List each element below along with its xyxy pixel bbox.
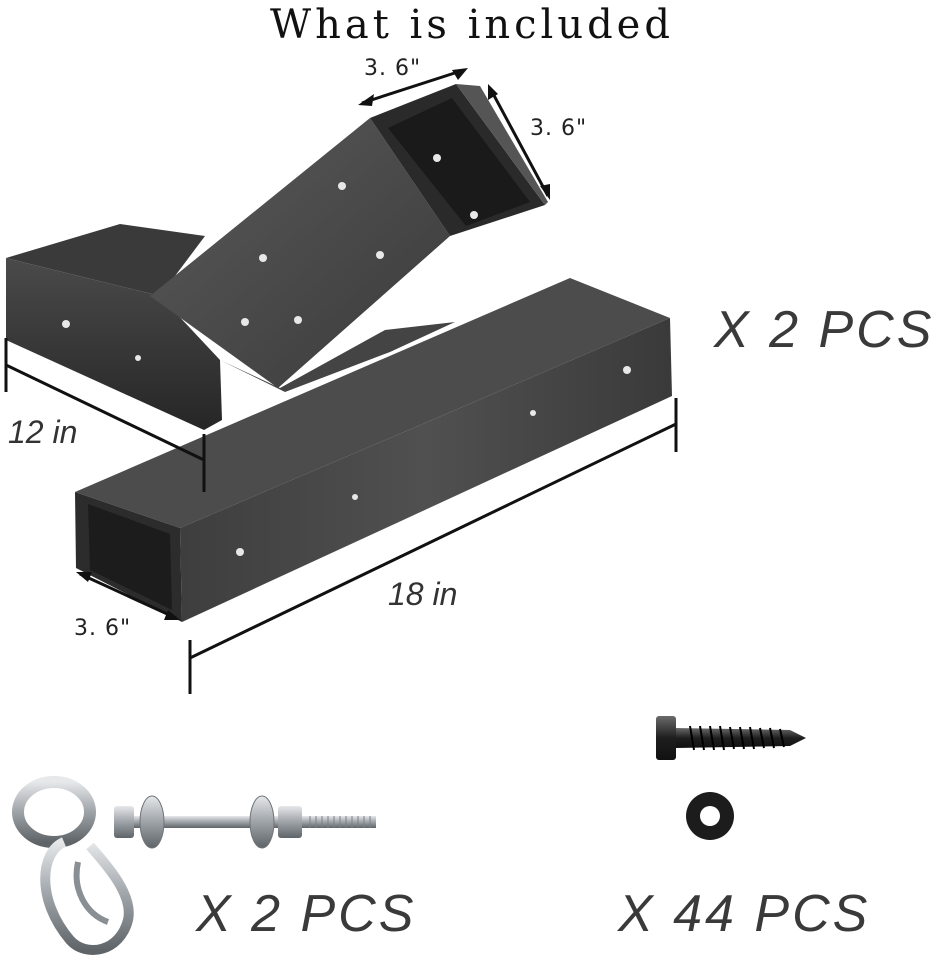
bracket-hole	[352, 494, 358, 500]
quantity-hooks: X 2 PCS	[196, 885, 417, 943]
bracket-hole	[338, 182, 346, 190]
quantity-brackets: X 2 PCS	[714, 301, 935, 359]
bracket-hole	[530, 410, 536, 416]
bracket-hole	[259, 254, 267, 262]
page-title: What is included	[270, 2, 674, 48]
left-beam-front	[6, 258, 222, 430]
dimension-top-depth: 3. 6"	[530, 116, 588, 141]
upright-tube-opening	[388, 98, 530, 226]
washer	[686, 792, 734, 840]
upright-tube-lip	[456, 84, 548, 205]
dimension-lines	[4, 68, 678, 694]
eye-bolt-hook	[12, 776, 376, 955]
left-beam-top	[6, 224, 205, 296]
bracket-hole	[294, 316, 302, 324]
dimension-18-in: 18 in	[388, 576, 458, 612]
a-frame-bracket	[6, 84, 672, 622]
dimension-top-width: 3. 6"	[364, 56, 422, 81]
bracket-hole	[376, 251, 384, 259]
bracket-hole	[433, 154, 441, 162]
base-plate	[220, 322, 455, 392]
bracket-hole	[241, 318, 249, 326]
bracket-hole	[62, 320, 70, 328]
dimension-12-in: 12 in	[8, 414, 78, 450]
lag-screw	[656, 716, 806, 760]
bracket-hole	[623, 366, 631, 374]
long-beam-top	[75, 278, 670, 528]
bracket-hole	[470, 211, 478, 219]
long-beam-front	[180, 318, 672, 622]
quantity-screws: X 44 PCS	[618, 885, 871, 943]
long-beam-inner	[88, 504, 172, 610]
dimension-channel-width: 3. 6"	[74, 616, 132, 641]
bracket-hole	[135, 355, 141, 361]
upright-tube-front	[150, 118, 450, 388]
bracket-hole	[236, 548, 244, 556]
